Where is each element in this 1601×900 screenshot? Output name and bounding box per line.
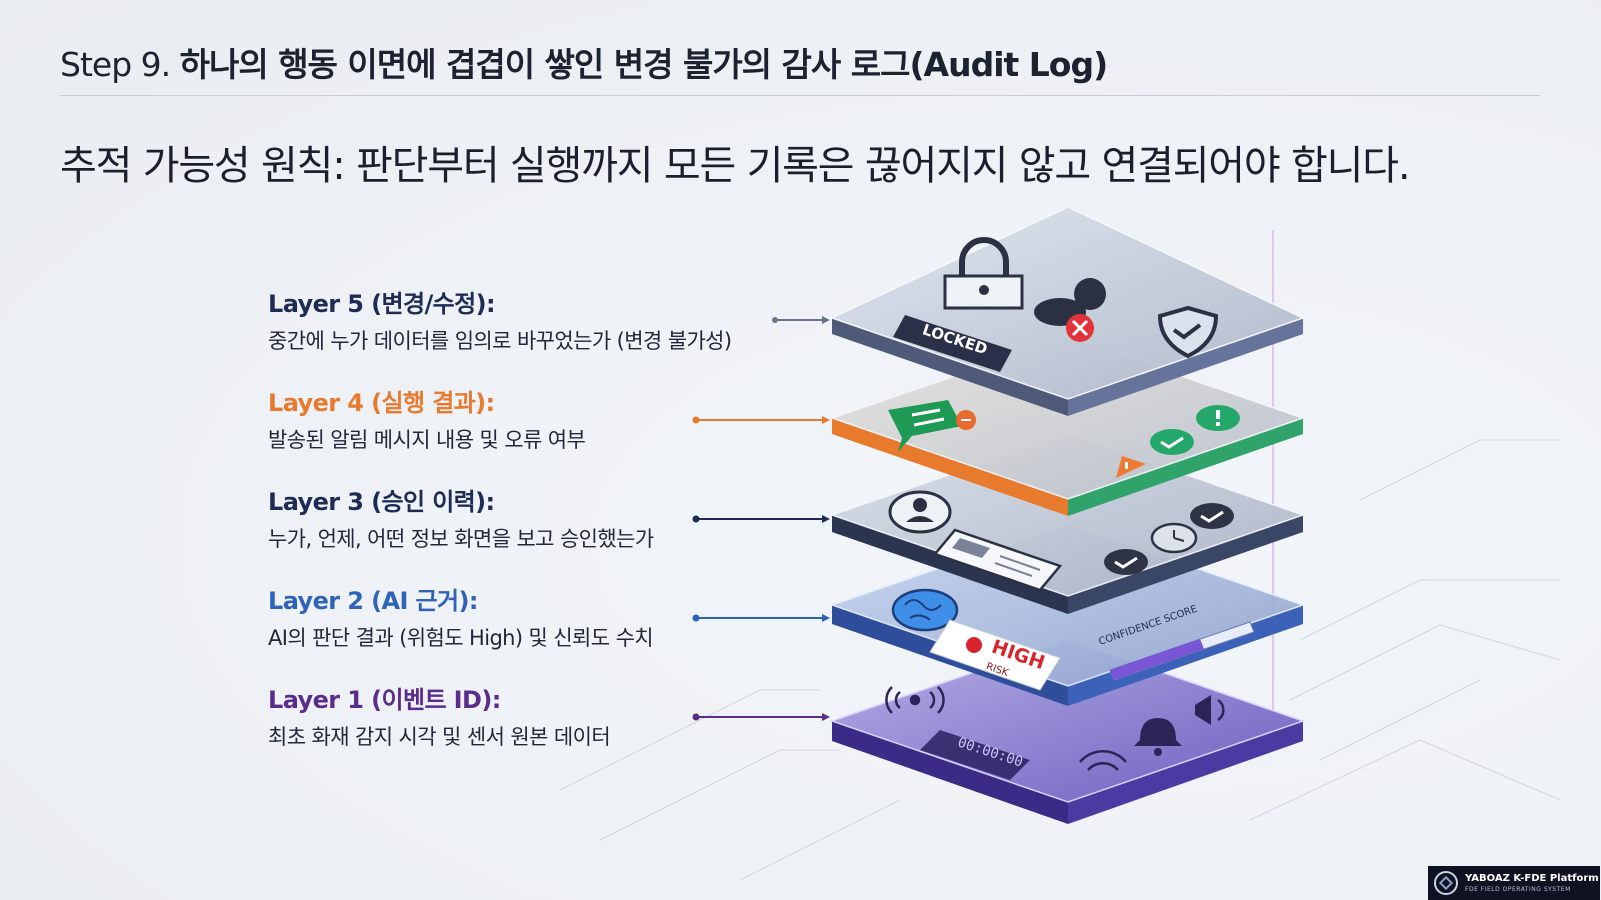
layer-4-plate bbox=[829, 336, 1306, 516]
document-icon bbox=[932, 528, 1063, 592]
layer-1-title: Layer 1 (이벤트 ID): bbox=[268, 686, 501, 714]
layer-2-desc: AI의 판단 결과 (위험도 High) 및 신뢰도 수치 bbox=[268, 626, 654, 650]
warning-icon bbox=[1116, 456, 1146, 478]
slide-title: Step 9. 하나의 행동 이면에 겹겹이 쌓인 변경 불가의 감사 로그(A… bbox=[60, 38, 1109, 86]
user-profile-icon bbox=[888, 490, 952, 534]
user-denied-icon bbox=[1034, 278, 1106, 342]
layer-1-label: Layer 1 (이벤트 ID): 최초 화재 감지 시각 및 센서 원본 데이… bbox=[268, 680, 611, 751]
bell-icon bbox=[1134, 718, 1182, 756]
circuit-background bbox=[559, 439, 1561, 881]
principle-heading: 추적 가능성 원칙: 판단부터 실행까지 모든 기록은 끊어지지 않고 연결되어… bbox=[60, 143, 1411, 189]
layer-5-plate: LOCKED bbox=[830, 206, 1305, 416]
layer-connectors bbox=[692, 316, 830, 721]
layer-3-title: Layer 3 (승인 이력): bbox=[268, 488, 495, 516]
layer-5-label: Layer 5 (변경/수정): 중간에 누가 데이터를 임의로 바꾸었는가 (… bbox=[268, 284, 732, 355]
check-icon bbox=[1150, 429, 1194, 455]
speaker-icon bbox=[1195, 695, 1225, 725]
signal-icon bbox=[885, 686, 945, 714]
brain-icon bbox=[891, 588, 959, 632]
layer-3-label: Layer 3 (승인 이력): 누가, 언제, 어떤 정보 화면을 보고 승인… bbox=[268, 482, 654, 553]
alert-badge-icon bbox=[1196, 405, 1240, 431]
title-divider bbox=[60, 95, 1540, 96]
platform-badge: YABOAZ K-FDE Platform FDE FIELD OPERATIN… bbox=[1428, 866, 1600, 900]
clock-icon bbox=[1150, 522, 1198, 554]
platform-logo-icon bbox=[1434, 871, 1458, 895]
shield-check-icon bbox=[1157, 305, 1219, 359]
wifi-icon bbox=[1079, 750, 1127, 771]
layer-4-title: Layer 4 (실행 결과): bbox=[268, 389, 495, 417]
approval-check-icon bbox=[1190, 503, 1234, 529]
layer-3-desc: 누가, 언제, 어떤 정보 화면을 보고 승인했는가 bbox=[268, 527, 654, 551]
step-title-text: 하나의 행동 이면에 겹겹이 쌓인 변경 불가의 감사 로그(Audit Log… bbox=[179, 45, 1109, 84]
layer-4-label: Layer 4 (실행 결과): 발송된 알림 메시지 내용 및 오류 여부 bbox=[268, 383, 586, 454]
check-icon bbox=[1104, 549, 1148, 575]
step-number: Step 9. bbox=[60, 45, 171, 84]
layer-5-title: Layer 5 (변경/수정): bbox=[268, 290, 496, 318]
platform-subtitle: FDE FIELD OPERATING SYSTEM bbox=[1465, 885, 1571, 893]
layer-1-plate: 00:00:00 bbox=[829, 639, 1306, 824]
layer-5-desc: 중간에 누가 데이터를 임의로 바꾸었는가 (변경 불가성) bbox=[268, 329, 732, 353]
padlock-icon bbox=[943, 237, 1024, 310]
layer-2-label: Layer 2 (AI 근거): AI의 판단 결과 (위험도 High) 및 … bbox=[268, 581, 654, 652]
message-icon bbox=[888, 400, 976, 452]
layer-1-desc: 최초 화재 감지 시각 및 센서 원본 데이터 bbox=[268, 725, 611, 749]
platform-name: YABOAZ K-FDE Platform bbox=[1465, 872, 1599, 884]
layer-2-title: Layer 2 (AI 근거): bbox=[268, 587, 478, 615]
layer-4-desc: 발송된 알림 메시지 내용 및 오류 여부 bbox=[268, 428, 586, 452]
